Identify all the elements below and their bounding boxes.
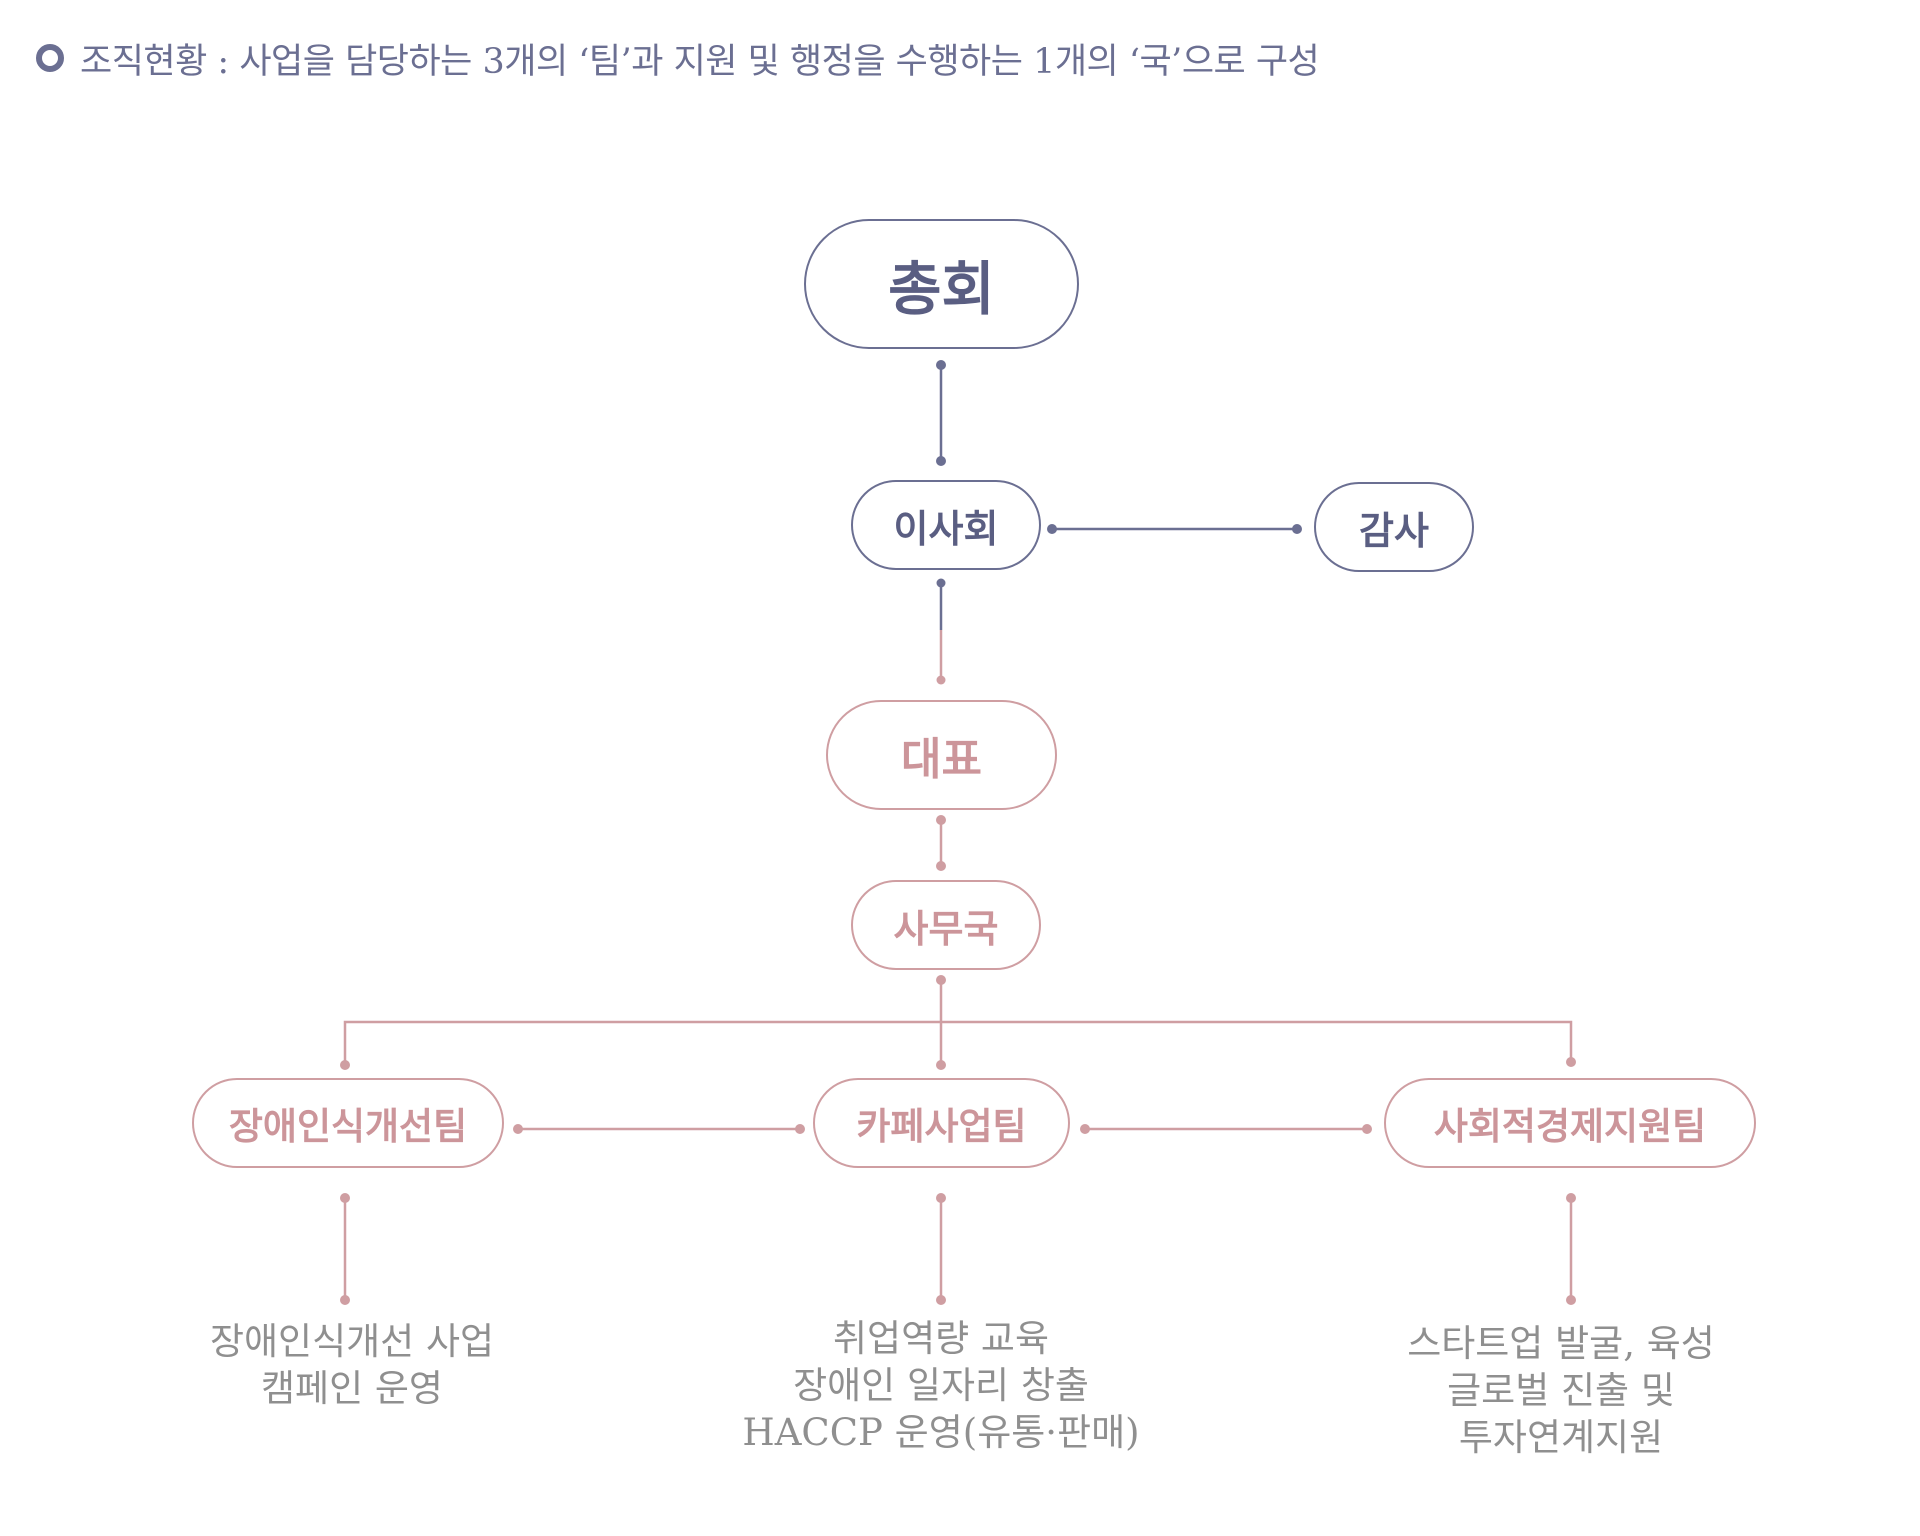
node-team-social: 사회적경제지원팀 xyxy=(1384,1078,1756,1168)
desc-cafe: 취업역량 교육 장애인 일자리 창출 HACCP 운영(유통·판매) xyxy=(721,1315,1161,1456)
node-auditor: 감사 xyxy=(1314,482,1474,572)
connector-social-desc xyxy=(1566,1193,1576,1305)
desc-awareness-line-1: 장애인식개선 사업 xyxy=(209,1320,495,1363)
node-team-cafe-label: 카페사업팀 xyxy=(856,1105,1027,1148)
desc-social-line-3: 투자연계지원 xyxy=(1458,1416,1664,1459)
connector-cafe-social xyxy=(1080,1124,1372,1134)
node-team-social-label: 사회적경제지원팀 xyxy=(1433,1105,1707,1148)
connector-ceo-secretariat xyxy=(936,815,946,871)
node-board: 이사회 xyxy=(851,480,1041,570)
node-secretariat-label: 사무국 xyxy=(893,906,999,951)
connector-awareness-cafe xyxy=(513,1124,805,1134)
connector-board-auditor xyxy=(1047,524,1302,534)
node-ceo: 대표 xyxy=(826,700,1057,810)
connector-cafe-desc xyxy=(936,1193,946,1305)
desc-cafe-line-2: 장애인 일자리 창출 xyxy=(793,1364,1089,1407)
desc-social-line-2: 글로벌 진출 및 xyxy=(1447,1369,1675,1412)
desc-social: 스타트업 발굴, 육성 글로벌 진출 및 투자연계지원 xyxy=(1341,1320,1781,1461)
page-heading-text: 조직현황 : 사업을 담당하는 3개의 ‘팀’과 지원 및 행정을 수행하는 1… xyxy=(80,41,1320,82)
connector-assembly-board xyxy=(936,360,946,466)
connector-board-ceo xyxy=(936,578,946,685)
connector-secretariat-teams xyxy=(340,975,1576,1070)
node-secretariat: 사무국 xyxy=(851,880,1041,970)
bullet-circle-icon xyxy=(36,44,64,72)
node-auditor-label: 감사 xyxy=(1359,508,1429,553)
desc-awareness-line-2: 캠페인 운영 xyxy=(261,1367,443,1410)
desc-cafe-line-1: 취업역량 교육 xyxy=(832,1317,1049,1360)
desc-awareness: 장애인식개선 사업 캠페인 운영 xyxy=(132,1318,572,1412)
node-team-awareness: 장애인식개선팀 xyxy=(192,1078,504,1168)
desc-cafe-line-3: HACCP 운영(유통·판매) xyxy=(742,1411,1140,1454)
node-general-assembly: 총회 xyxy=(804,219,1079,349)
node-board-label: 이사회 xyxy=(893,506,999,551)
page-heading: 조직현황 : 사업을 담당하는 3개의 ‘팀’과 지원 및 행정을 수행하는 1… xyxy=(36,32,1320,84)
node-general-assembly-label: 총회 xyxy=(888,255,995,323)
connector-awareness-desc xyxy=(340,1193,350,1305)
node-team-cafe: 카페사업팀 xyxy=(813,1078,1070,1168)
node-team-awareness-label: 장애인식개선팀 xyxy=(228,1105,468,1148)
desc-social-line-1: 스타트업 발굴, 육성 xyxy=(1407,1322,1715,1365)
node-ceo-label: 대표 xyxy=(901,734,982,785)
